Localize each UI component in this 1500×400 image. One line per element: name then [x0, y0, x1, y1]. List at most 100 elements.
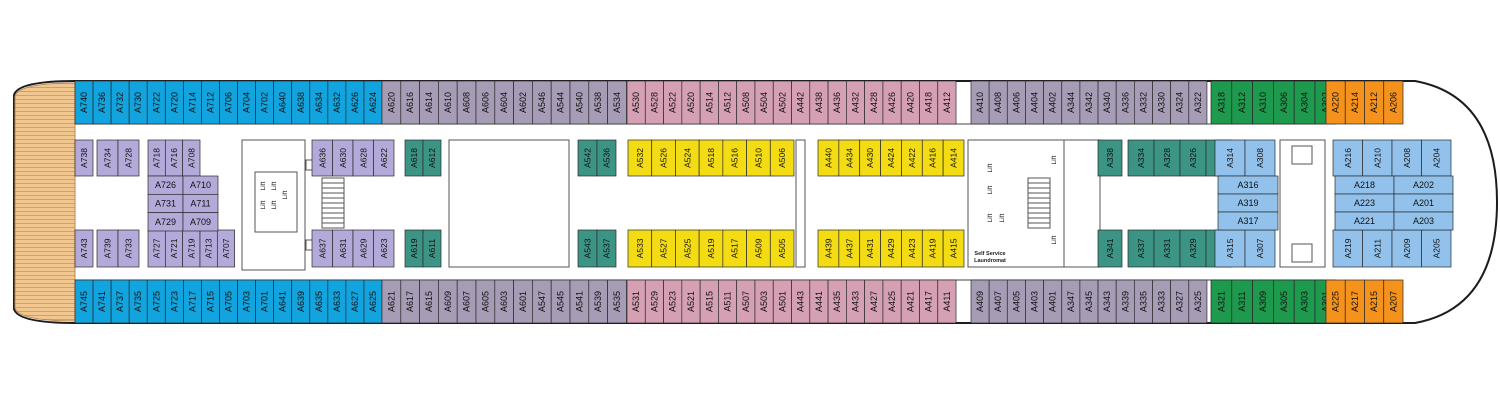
cabin-cell[interactable]: [1332, 139, 1363, 177]
cabin[interactable]: A440: [817, 139, 840, 177]
cabin[interactable]: A328: [1153, 139, 1181, 177]
cabin[interactable]: A622: [373, 139, 395, 177]
cabin[interactable]: A512: [718, 80, 738, 125]
cabin-cell[interactable]: [607, 279, 627, 324]
cabin[interactable]: A402: [1043, 80, 1063, 125]
cabin[interactable]: A524: [675, 139, 700, 177]
cabin[interactable]: A403: [1025, 279, 1044, 324]
cabin[interactable]: A436: [827, 80, 847, 125]
cabin[interactable]: A721: [164, 229, 184, 268]
cabin[interactable]: A522: [663, 80, 683, 125]
cabin[interactable]: A428: [864, 80, 884, 125]
cabin[interactable]: A407: [988, 279, 1008, 324]
cabin[interactable]: A738: [74, 139, 94, 177]
cabin-cell[interactable]: [769, 229, 795, 268]
cabin-cell[interactable]: [1127, 229, 1155, 268]
cabin[interactable]: A518: [698, 139, 724, 177]
cabin[interactable]: A205: [1421, 229, 1452, 268]
cabin[interactable]: A311: [1231, 279, 1253, 324]
cabin-cell[interactable]: [117, 229, 140, 268]
cabin[interactable]: A632: [327, 80, 347, 125]
cabin[interactable]: A310: [1252, 80, 1274, 125]
cabin[interactable]: A510: [746, 139, 771, 177]
cabin[interactable]: A215: [1364, 279, 1385, 324]
cabin[interactable]: A716: [164, 139, 184, 177]
cabin-cell[interactable]: [1383, 80, 1404, 125]
cabin-cell[interactable]: [1153, 229, 1181, 268]
cabin[interactable]: A526: [651, 139, 676, 177]
cabin[interactable]: A717: [183, 279, 202, 324]
cabin[interactable]: A710: [182, 175, 219, 195]
cabin[interactable]: A309: [1252, 279, 1274, 324]
cabin[interactable]: A326: [1179, 139, 1207, 177]
cabin[interactable]: A734: [96, 139, 119, 177]
cabin[interactable]: A332: [1133, 80, 1153, 125]
cabin[interactable]: A617: [400, 279, 420, 324]
cabin[interactable]: A202: [1393, 175, 1454, 195]
cabin[interactable]: A344: [1061, 80, 1081, 125]
cabin[interactable]: A711: [182, 193, 219, 214]
cabin[interactable]: A340: [1097, 80, 1117, 125]
cabin-cell[interactable]: [373, 139, 395, 177]
cabin[interactable]: A315: [1214, 229, 1246, 268]
cabin[interactable]: A418: [919, 80, 939, 125]
cabin[interactable]: A525: [675, 229, 700, 268]
cabin-cell[interactable]: [74, 229, 94, 268]
cabin-cell[interactable]: [1383, 279, 1404, 324]
cabin-cell[interactable]: [216, 229, 236, 268]
cabin[interactable]: A528: [644, 80, 664, 125]
cabin[interactable]: A547: [532, 279, 552, 324]
cabin[interactable]: A308: [1244, 139, 1276, 177]
cabin[interactable]: A438: [809, 80, 829, 125]
cabin[interactable]: A422: [901, 139, 923, 177]
cabin[interactable]: A514: [699, 80, 719, 125]
cabin-cell[interactable]: [373, 229, 395, 268]
cabin[interactable]: A442: [791, 80, 811, 125]
cabin[interactable]: A307: [1244, 229, 1276, 268]
cabin[interactable]: A210: [1362, 139, 1393, 177]
cabin[interactable]: A342: [1079, 80, 1099, 125]
cabin[interactable]: A540: [569, 80, 590, 125]
cabin[interactable]: A640: [273, 80, 293, 125]
cabin[interactable]: A608: [456, 80, 477, 125]
cabin[interactable]: A542: [577, 139, 598, 177]
cabin[interactable]: A720: [164, 80, 184, 125]
cabin[interactable]: A609: [438, 279, 458, 324]
cabin[interactable]: A735: [128, 279, 148, 324]
cabin[interactable]: A604: [494, 80, 514, 125]
cabin[interactable]: A322: [1188, 80, 1208, 125]
cabin[interactable]: A532: [627, 139, 653, 177]
cabin[interactable]: A317: [1217, 211, 1279, 231]
cabin[interactable]: A638: [291, 80, 311, 125]
cabin[interactable]: A306: [1273, 80, 1295, 125]
cabin[interactable]: A739: [96, 229, 119, 268]
cabin-cell[interactable]: [1179, 139, 1207, 177]
cabin[interactable]: A641: [273, 279, 293, 324]
cabin[interactable]: A223: [1334, 193, 1395, 213]
cabin-cell[interactable]: [937, 279, 957, 324]
cabin-cell[interactable]: [1362, 139, 1393, 177]
cabin[interactable]: A714: [183, 80, 202, 125]
cabin[interactable]: A338: [1097, 139, 1123, 177]
cabin-cell[interactable]: [422, 229, 442, 268]
cabin[interactable]: A434: [838, 139, 861, 177]
cabin[interactable]: A534: [607, 80, 627, 125]
cabin[interactable]: A406: [1006, 80, 1026, 125]
cabin[interactable]: A728: [117, 139, 140, 177]
cabin[interactable]: A421: [900, 279, 920, 324]
cabin[interactable]: A623: [373, 229, 395, 268]
cabin[interactable]: A416: [921, 139, 944, 177]
cabin[interactable]: A725: [146, 279, 166, 324]
cabin-cell[interactable]: [942, 229, 965, 268]
cabin[interactable]: A318: [1210, 80, 1233, 125]
cabin[interactable]: A603: [494, 279, 514, 324]
cabin[interactable]: A412: [937, 80, 957, 125]
cabin[interactable]: A601: [513, 279, 533, 324]
cabin[interactable]: A401: [1043, 279, 1063, 324]
cabin[interactable]: A635: [309, 279, 329, 324]
cabin[interactable]: A327: [1170, 279, 1190, 324]
cabin-cell[interactable]: [117, 139, 140, 177]
cabin[interactable]: A546: [532, 80, 552, 125]
cabin-cell[interactable]: [942, 139, 965, 177]
cabin[interactable]: A633: [327, 279, 347, 324]
